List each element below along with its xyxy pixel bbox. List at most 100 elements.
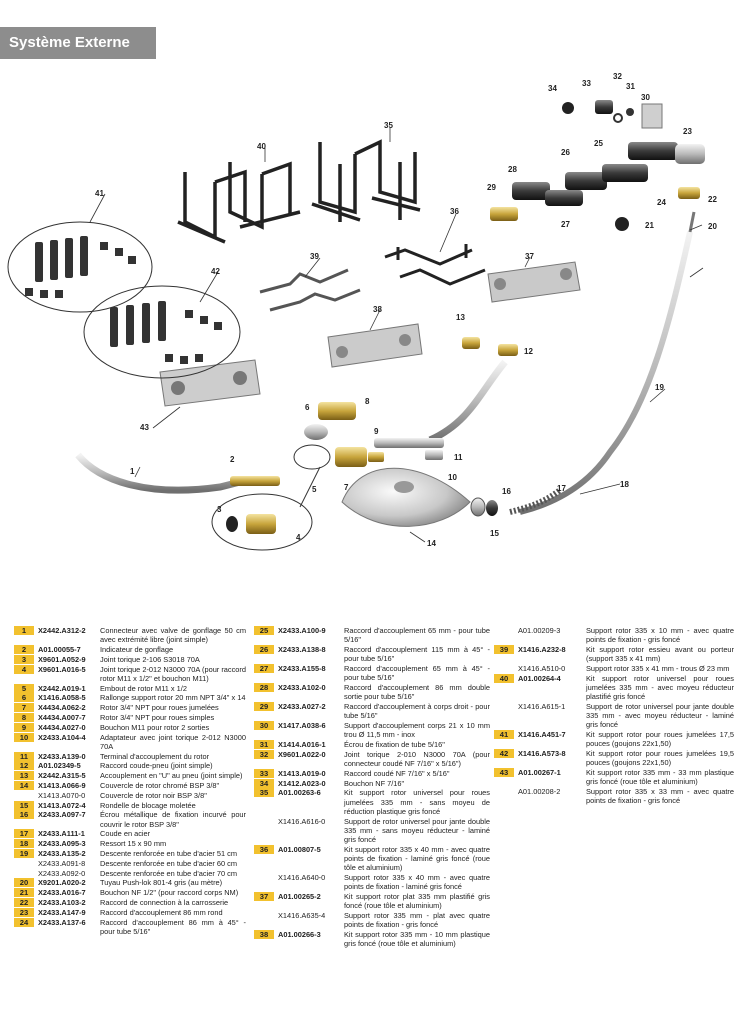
part-code: X1416.A635-4 [278, 911, 326, 920]
part-number-badge: 43 [494, 768, 514, 778]
part-code: A01.00267-1 [518, 768, 561, 778]
part-code: X1416.A451-7 [518, 730, 566, 740]
part-description: Joint torique 2-010 N3000 70A (pour conn… [344, 749, 490, 768]
stud-kit-41-graphic [25, 236, 136, 298]
part-number-badge: 33 [254, 768, 274, 778]
part-code: X1416.A616-0 [278, 816, 326, 826]
callout-13: 13 [456, 313, 465, 322]
callout-36: 36 [450, 207, 459, 216]
callout-40: 40 [257, 142, 266, 151]
callout-19: 19 [655, 383, 664, 392]
part-code: X2433.A100-9 [278, 626, 326, 635]
callout-33: 33 [582, 79, 591, 88]
part-description: Accouplement en "U" au pneu (joint simpl… [100, 771, 243, 781]
part-description: Rotor 3/4" NPT pour roues jumelées [100, 703, 219, 713]
part-number-badge: 40 [494, 673, 514, 683]
part-number-badge: 7 [14, 703, 34, 713]
part-number-badge: 32 [254, 749, 274, 759]
part-code: X4434.A007-7 [38, 712, 86, 722]
callout-26: 26 [561, 148, 570, 157]
part-description: Rotor 3/4" NPT pour roues simples [100, 712, 215, 722]
part-description: Coude en acier [100, 829, 151, 839]
callout-7: 7 [344, 483, 349, 492]
part-code: A01.00208-2 [518, 787, 561, 797]
part-description: Support rotor 335 x 33 mm - avec quatre … [586, 787, 734, 806]
part-description: Support de rotor universel pour jante do… [344, 816, 490, 844]
washer-nut-graphic [470, 497, 498, 517]
part-code: X1414.A016-1 [278, 740, 326, 749]
callout-34: 34 [548, 84, 557, 93]
part-code: X2433.A137-6 [38, 917, 86, 927]
part-number-badge: 2 [14, 645, 34, 654]
callout-20: 20 [708, 222, 717, 231]
callout-39: 39 [310, 252, 319, 261]
part-code: X9601.A022-0 [278, 749, 326, 759]
part-description: Raccord d'accouplement 86 mm double sort… [344, 683, 490, 702]
part-code: X2433.A138-8 [278, 645, 326, 654]
part-code: X1413.A072-4 [38, 800, 86, 810]
part-code: A01.02349-5 [38, 761, 81, 771]
callout-2: 2 [230, 455, 235, 464]
part-number-badge: 38 [254, 930, 274, 939]
part-code: A01.00263-6 [278, 788, 321, 798]
part-number-badge: 14 [14, 780, 34, 790]
part-description: Écrou métallique de fixation incurvé pou… [100, 810, 246, 829]
callout-23: 23 [683, 127, 692, 136]
callout-6: 6 [305, 403, 310, 412]
callout-29: 29 [487, 183, 496, 192]
plate-43-graphic [159, 359, 261, 407]
callout-28: 28 [508, 165, 517, 174]
part-description: Kit support rotor 335 mm - 10 mm plastiq… [344, 930, 490, 949]
callout-43: 43 [140, 423, 149, 432]
spring-18-graphic [509, 487, 562, 515]
part-code: X1416.A232-8 [518, 645, 566, 654]
part-code: A01.00807-5 [278, 844, 321, 854]
part-code: X2433.A103-2 [38, 897, 86, 907]
part-code: X2433.A091-8 [38, 858, 86, 868]
part-code: X1416.A640-0 [278, 873, 326, 882]
part-code: X2433.A097-7 [38, 810, 86, 820]
callout-32: 32 [613, 72, 622, 81]
part-number-badge [254, 911, 274, 920]
part-number-badge [14, 791, 34, 800]
callout-16: 16 [502, 487, 511, 496]
part-description: Raccord d'accouplement à corps droit - p… [344, 702, 490, 721]
part-number-badge: 10 [14, 732, 34, 742]
part-code: X2433.A104-4 [38, 732, 86, 742]
part-code: X4434.A027-0 [38, 722, 86, 732]
exploded-parts-diagram: 1 2 3 4 5 6 7 8 9 10 11 12 13 14 15 16 1… [7, 72, 717, 551]
part-description: Descente renforcée en tube d'acier 51 cm [100, 848, 237, 858]
callout-22: 22 [708, 195, 717, 204]
part-number-badge: 25 [254, 626, 274, 635]
callout-27: 27 [561, 220, 570, 229]
part-number-badge: 15 [14, 800, 34, 810]
legend-row: A01.00208-2 Support rotor 335 x 33 mm - a… [494, 787, 734, 805]
part-description: Kit support rotor 335 x 40 mm - avec qua… [344, 844, 490, 873]
callout-35: 35 [384, 121, 393, 130]
part-number-badge: 35 [254, 788, 274, 798]
part-description: Rallonge support rotor 20 mm NPT 3/4" x … [100, 693, 246, 703]
bracket-36-graphic [384, 244, 486, 286]
part-code: A01.00266-3 [278, 930, 321, 939]
part-number-badge: 36 [254, 844, 274, 854]
part-description: Raccord coudé NF 7/16" x 5/16" [344, 768, 450, 778]
part-description: Kit support rotor essieu avant ou porteu… [586, 645, 734, 664]
part-description: Raccord d'accouplement 65 mm à 45° - pou… [344, 664, 490, 683]
callout-37: 37 [525, 252, 534, 261]
detail-inset [211, 493, 313, 551]
callout-12: 12 [524, 347, 533, 356]
